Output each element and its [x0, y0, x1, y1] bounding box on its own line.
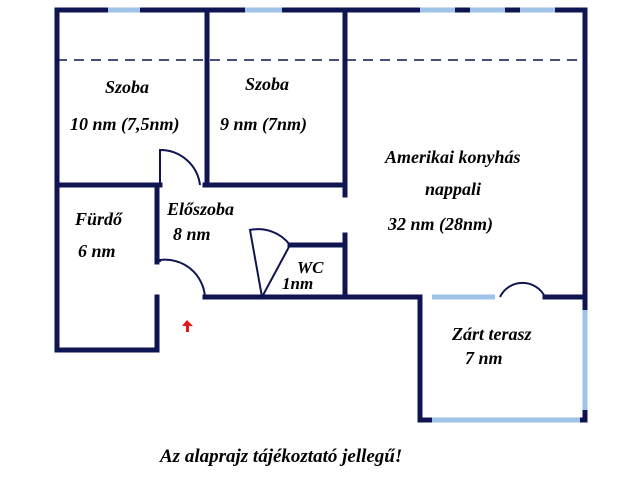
nappali-line1: Amerikai konyhás	[384, 147, 521, 167]
room-labels: Szoba 10 nm (7,5nm) Szoba 9 nm (7nm) Ame…	[70, 74, 532, 368]
terasz-name: Zárt terasz	[451, 324, 532, 344]
wc-area: 1nm	[282, 274, 313, 293]
door-szoba1	[159, 148, 201, 186]
walls	[54, 7, 588, 423]
door-wc	[248, 228, 292, 300]
eloszoba-name: Előszoba	[166, 199, 234, 219]
entrance-arrow-icon	[182, 320, 193, 332]
nappali-area: 32 nm (28nm)	[387, 214, 493, 235]
footnote: Az alaprajz tájékoztató jellegű!	[159, 446, 402, 467]
nappali-line2: nappali	[425, 179, 481, 199]
szoba2-area: 9 nm (7nm)	[220, 114, 307, 135]
door-terasz	[499, 281, 546, 298]
door-furdo	[159, 258, 206, 298]
doors	[159, 148, 546, 300]
szoba1-name: Szoba	[105, 77, 149, 97]
wc-name: WC	[297, 258, 324, 277]
furdo-name: Fürdő	[74, 209, 123, 229]
terasz-area: 7 nm	[465, 348, 503, 368]
windows	[108, 7, 588, 423]
szoba2-name: Szoba	[245, 74, 289, 94]
eloszoba-area: 8 nm	[173, 224, 211, 244]
szoba1-area: 10 nm (7,5nm)	[70, 114, 180, 135]
furdo-area: 6 nm	[78, 241, 116, 261]
